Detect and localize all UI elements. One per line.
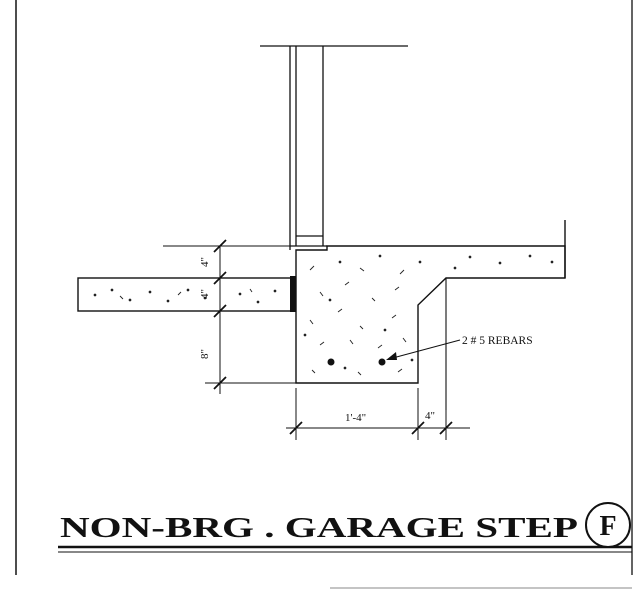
rebar-1 xyxy=(327,358,335,366)
detail-title: NON-BRG . GARAGE STEP xyxy=(60,512,578,544)
rebars xyxy=(327,358,386,366)
horizontal-dimension-string xyxy=(286,388,470,440)
dimension-upper-step-height: 4" xyxy=(199,257,211,267)
rebar-callout-label: 2 # 5 REBARS xyxy=(462,335,533,347)
concrete-stipple xyxy=(93,254,554,376)
vertical-dimension-string xyxy=(163,239,296,394)
detail-tag-circle xyxy=(585,502,631,548)
sheet-border xyxy=(15,0,633,589)
detail-title-block: NON-BRG . GARAGE STEP F xyxy=(58,502,632,553)
dimension-footing-depth: 8" xyxy=(199,349,211,359)
rebar-2 xyxy=(378,358,386,366)
garage-slab xyxy=(77,276,296,312)
dimension-chamfer-offset: 4" xyxy=(425,410,435,422)
dimension-footing-width: 1'-4" xyxy=(345,412,366,424)
rebar-callout-leader xyxy=(386,339,461,360)
wall-section xyxy=(260,45,408,250)
dimension-slab-thickness: 4" xyxy=(199,289,211,299)
concrete-footing xyxy=(295,220,566,410)
detail-tag: F xyxy=(599,511,616,542)
